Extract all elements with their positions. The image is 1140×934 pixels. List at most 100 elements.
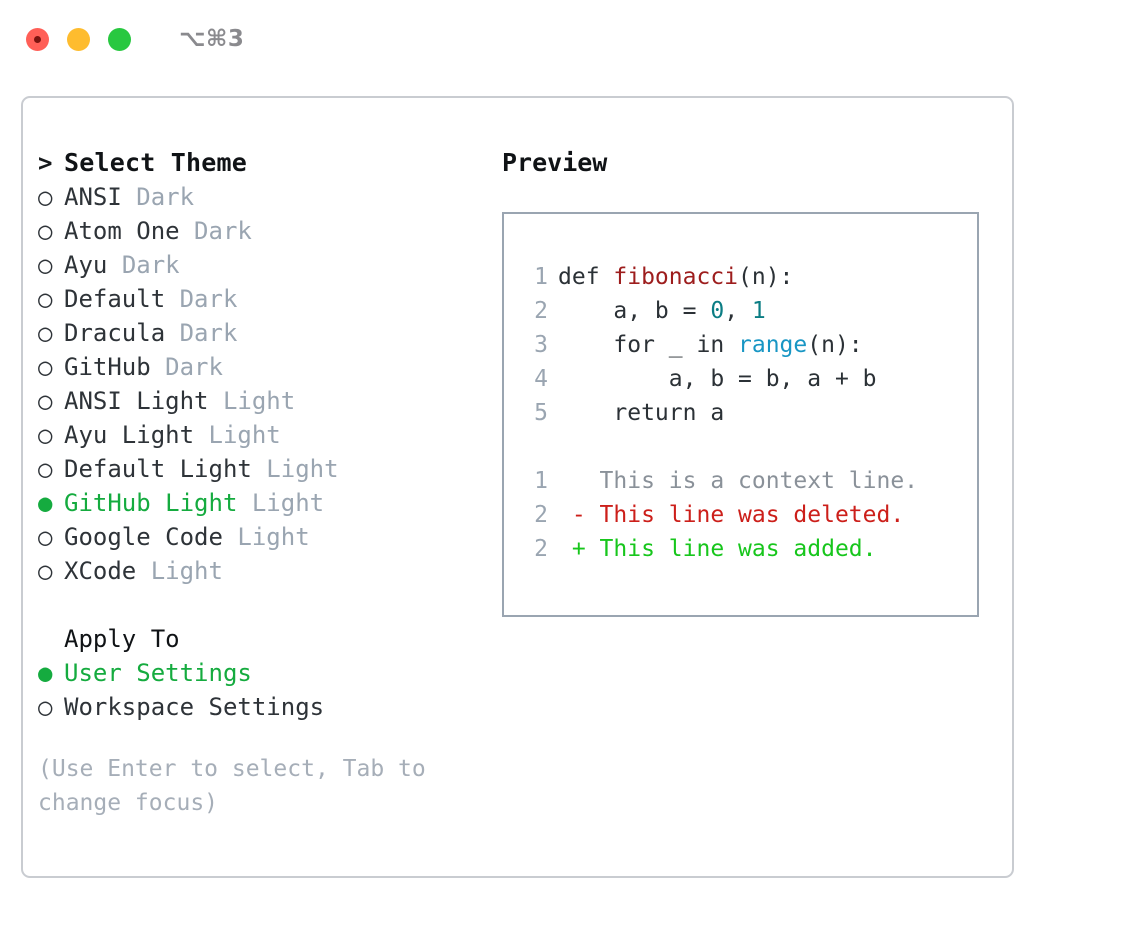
- code-content: a, b = 0, 1: [558, 294, 766, 328]
- radio-unselected-icon[interactable]: ○: [38, 183, 53, 211]
- code-line: 2 a, b = 0, 1: [504, 294, 977, 328]
- apply-to-label: User Settings: [64, 659, 252, 687]
- theme-variant-badge: Light: [237, 523, 310, 551]
- radio-unselected-icon[interactable]: ○: [38, 353, 53, 381]
- radio-unselected-icon[interactable]: ○: [38, 557, 53, 585]
- label-gap: [237, 486, 251, 520]
- theme-list-item[interactable]: ○ XCode Light: [38, 554, 468, 588]
- apply-to-heading: ○ Apply To: [38, 622, 468, 656]
- code-token: ,: [724, 298, 752, 324]
- code-token: (n):: [738, 264, 794, 290]
- theme-list-item[interactable]: ○ANSI Light Light: [38, 384, 468, 418]
- theme-name: ANSI Light: [64, 387, 209, 415]
- theme-name: Google Code: [64, 523, 223, 551]
- theme-variant-badge: Dark: [194, 217, 252, 245]
- preview-title: Preview: [502, 148, 608, 177]
- line-number: 1: [534, 468, 548, 494]
- theme-list-item[interactable]: ○Default Dark: [38, 282, 468, 316]
- maximize-window-icon[interactable]: [108, 27, 131, 51]
- diff-line: 2 - This line was deleted.: [504, 498, 977, 532]
- main-panel: > Select Theme ○ANSI Dark○Atom One Dark○…: [21, 96, 1014, 878]
- close-window-icon[interactable]: [26, 27, 49, 51]
- code-token: 0: [710, 298, 725, 324]
- theme-selector-panel: > Select Theme ○ANSI Dark○Atom One Dark○…: [38, 146, 468, 820]
- label-gap: [223, 520, 237, 554]
- code-content: return a: [558, 396, 724, 430]
- theme-name: Ayu: [64, 251, 108, 279]
- theme-variant-badge: Dark: [165, 353, 223, 381]
- keyboard-hint: (Use Enter to select, Tab to change focu…: [38, 756, 426, 816]
- page-title: Select Theme: [64, 148, 248, 177]
- line-number: 3: [534, 332, 548, 358]
- radio-unselected-icon[interactable]: ○: [38, 251, 53, 279]
- theme-name: Atom One: [64, 217, 180, 245]
- theme-list-item[interactable]: ○ ANSI Dark: [38, 180, 468, 214]
- traffic-light-buttons: [26, 27, 131, 51]
- theme-list-item[interactable]: ○Default Light Light: [38, 452, 468, 486]
- theme-name: ANSI: [64, 183, 122, 211]
- theme-list-item[interactable]: ○ GitHub Dark: [38, 350, 468, 384]
- apply-to-title: Apply To: [64, 625, 180, 653]
- theme-name: Ayu Light: [64, 421, 195, 449]
- line-number: 2: [534, 502, 548, 528]
- radio-unselected-icon[interactable]: ○: [38, 217, 53, 245]
- label-gap: [122, 180, 136, 214]
- label-gap: [165, 316, 179, 350]
- label-gap: [107, 248, 121, 282]
- theme-variant-badge: Dark: [121, 251, 180, 279]
- radio-unselected-icon[interactable]: ○: [38, 285, 53, 313]
- theme-variant-badge: Dark: [136, 183, 195, 211]
- radio-unselected-icon[interactable]: ○: [38, 421, 53, 449]
- theme-name: GitHub: [64, 353, 151, 381]
- theme-variant-badge: Light: [251, 489, 325, 517]
- code-content: def fibonacci(n):: [558, 260, 793, 294]
- theme-list-item[interactable]: ○Ayu Light Light: [38, 418, 468, 452]
- radio-unselected-icon[interactable]: ○: [38, 387, 53, 415]
- apply-to-option[interactable]: ● User Settings: [38, 656, 468, 690]
- diff-content: This is a context line.: [558, 468, 919, 494]
- radio-selected-icon[interactable]: ●: [38, 489, 53, 517]
- line-number: 5: [534, 400, 548, 426]
- radio-selected-icon[interactable]: ●: [38, 659, 53, 687]
- code-token: a, b = b, a + b: [558, 366, 877, 392]
- diff-content: - This line was deleted.: [558, 502, 905, 528]
- theme-list-item[interactable]: ○ Google Code Light: [38, 520, 468, 554]
- apply-to-option[interactable]: ○ Workspace Settings: [38, 690, 468, 724]
- theme-variant-badge: Light: [150, 557, 223, 585]
- theme-list-item[interactable]: ●GitHub Light Light: [38, 486, 468, 520]
- apply-to-label: Workspace Settings: [64, 693, 325, 721]
- label-gap: [165, 282, 179, 316]
- code-token: range: [738, 332, 808, 358]
- shortcut-label: ⌥⌘3: [179, 26, 245, 52]
- select-theme-heading: > Select Theme: [38, 146, 468, 180]
- minimize-window-icon[interactable]: [67, 27, 90, 51]
- code-token: def: [558, 264, 614, 290]
- radio-unselected-icon[interactable]: ○: [38, 523, 53, 551]
- theme-list-item[interactable]: ○ Ayu Dark: [38, 248, 468, 282]
- theme-list-item[interactable]: ○Dracula Dark: [38, 316, 468, 350]
- code-token: 1: [751, 298, 766, 324]
- line-number: 2: [534, 536, 548, 562]
- theme-name: XCode: [64, 557, 137, 585]
- apply-to-list: ● User Settings ○ Workspace Settings: [38, 656, 468, 724]
- theme-list-item[interactable]: ○ Atom One Dark: [38, 214, 468, 248]
- code-token: (n):: [807, 332, 863, 358]
- radio-unselected-icon[interactable]: ○: [38, 455, 53, 483]
- code-token: return a: [558, 400, 725, 426]
- list-spacer: [38, 588, 468, 622]
- line-number: 2: [534, 298, 548, 324]
- radio-unselected-icon[interactable]: ○: [38, 319, 53, 347]
- theme-list: ○ANSI Dark○Atom One Dark○Ayu Dark○Defaul…: [38, 180, 468, 588]
- theme-variant-badge: Light: [266, 455, 339, 483]
- label-gap: [194, 418, 208, 452]
- diff-content: + This line was added.: [558, 536, 877, 562]
- code-content: a, b = b, a + b: [558, 362, 877, 396]
- prompt-caret-icon: >: [38, 149, 53, 177]
- theme-name: Default: [64, 285, 166, 313]
- label-gap: [209, 384, 223, 418]
- radio-unselected-icon[interactable]: ○: [38, 693, 53, 721]
- code-line: 3 for _ in range(n):: [504, 328, 977, 362]
